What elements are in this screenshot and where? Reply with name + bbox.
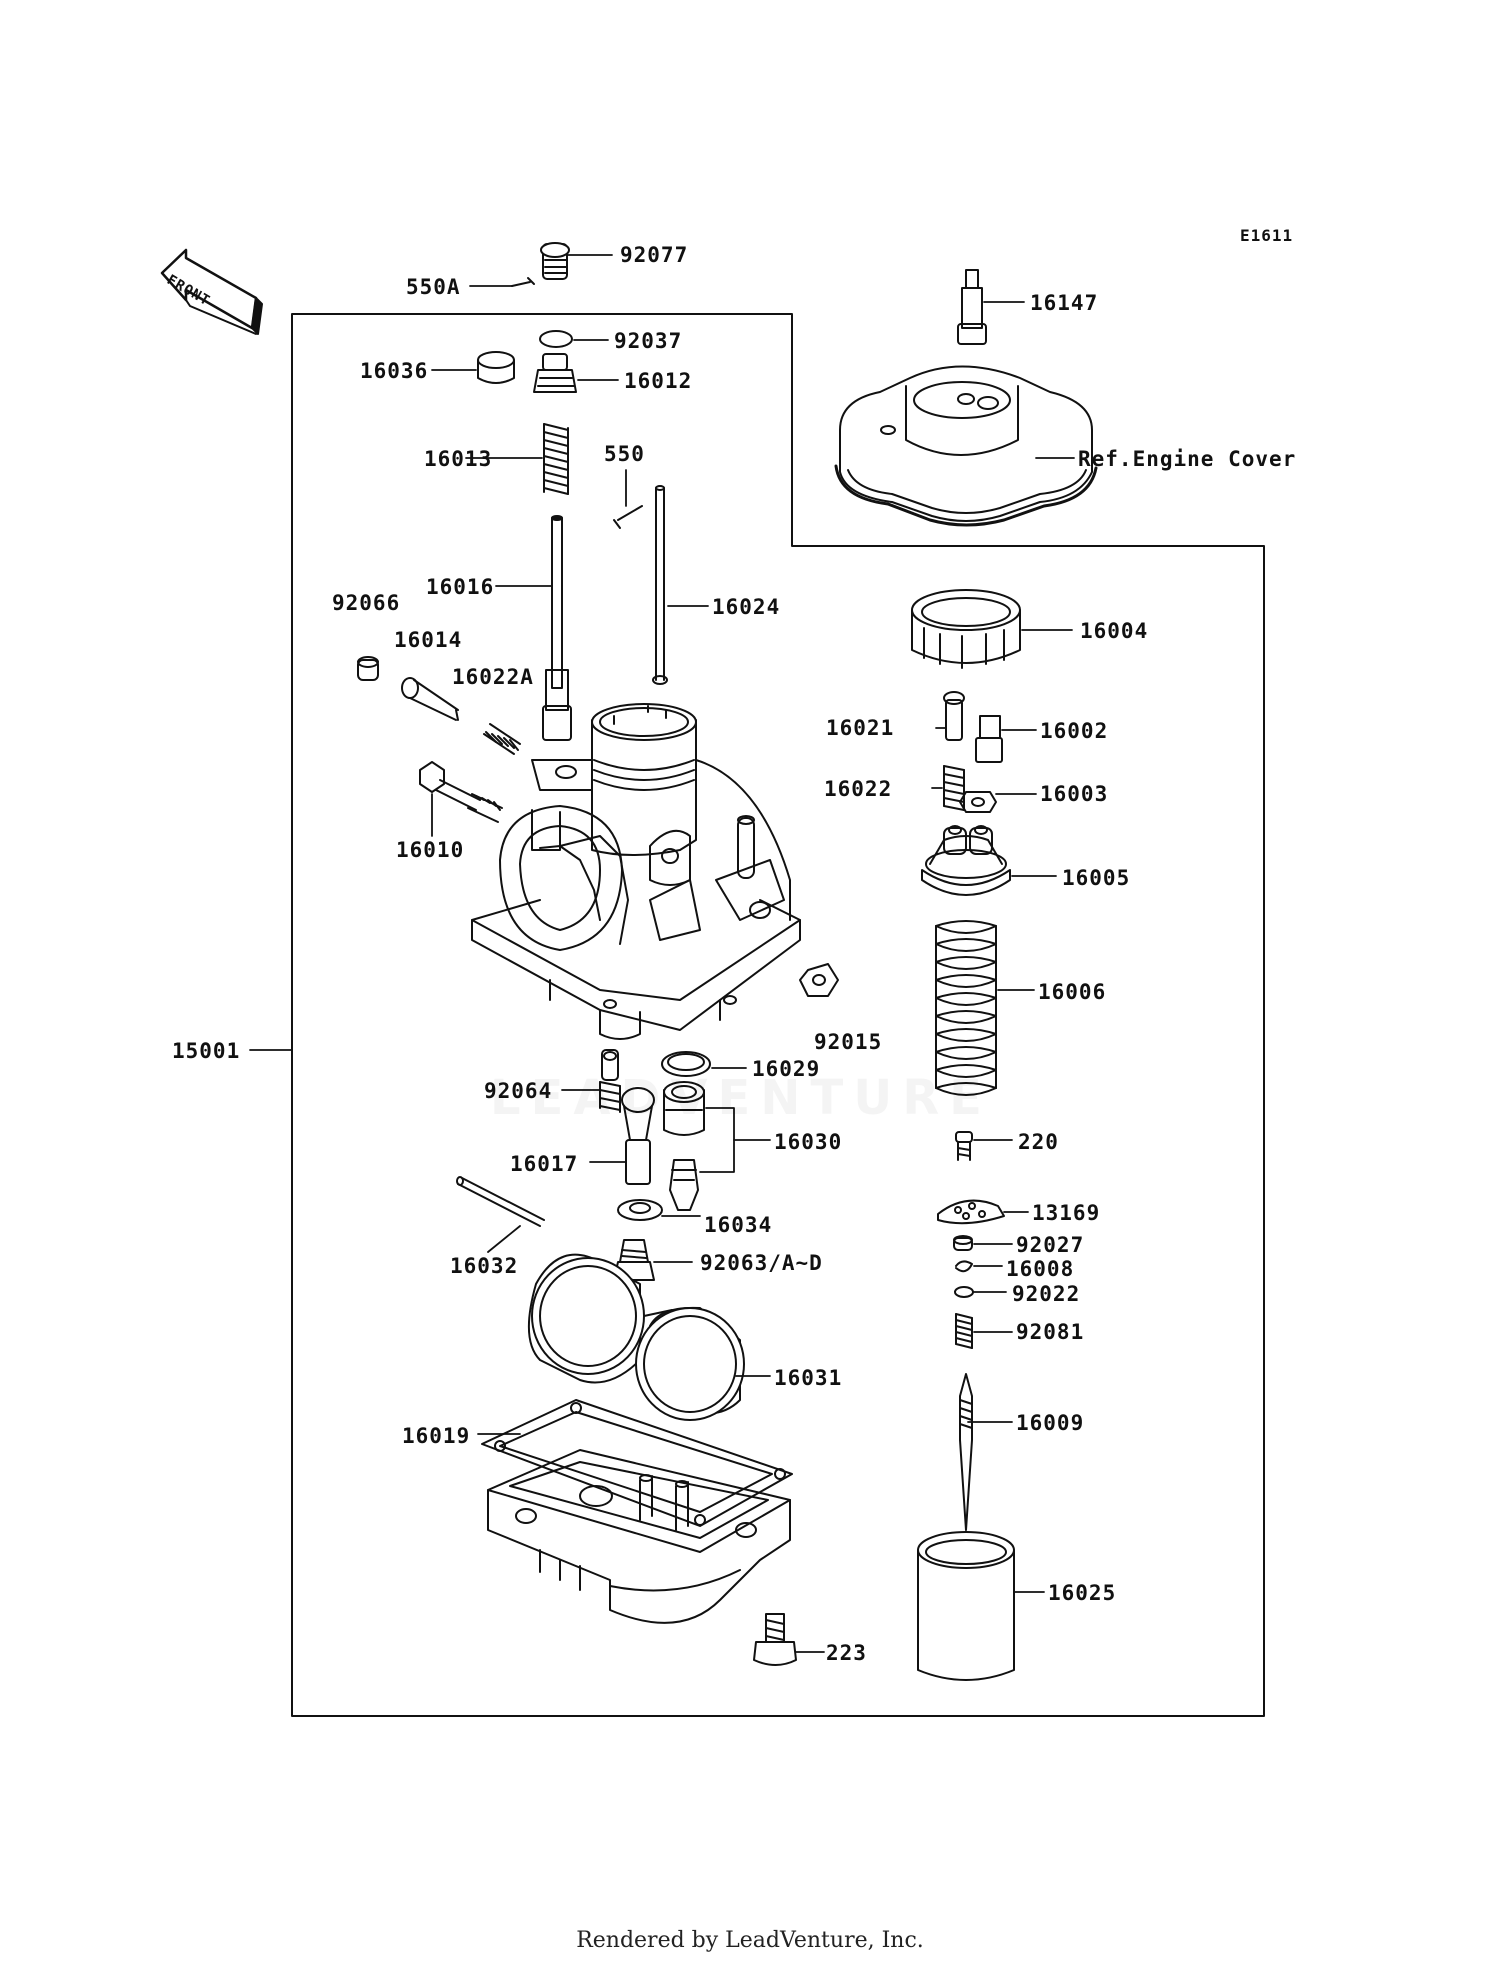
label-220: 220: [1018, 1130, 1059, 1154]
label-92066: 92066: [332, 591, 401, 615]
float-bowl: [487, 1449, 791, 1624]
assembly-outline: [291, 313, 1265, 1717]
label-16006: 16006: [1038, 980, 1107, 1004]
label-16014: 16014: [394, 628, 463, 652]
part-16021-adjuster: [943, 691, 965, 741]
part-16006-spring: [935, 920, 997, 1096]
label-92081: 92081: [1016, 1320, 1085, 1344]
label-16012: 16012: [624, 369, 693, 393]
part-16022A-spring: [483, 723, 521, 755]
part-92081-spring: [955, 1313, 973, 1349]
label-92037: 92037: [614, 329, 683, 353]
label-550A: 550A: [406, 275, 461, 299]
part-16004-top-nut: [911, 589, 1021, 669]
part-16147-shaft: [957, 269, 987, 345]
label-16032: 16032: [450, 1254, 519, 1278]
part-16036-cap: [477, 351, 515, 384]
part-550-pin: [613, 505, 643, 529]
watermark: LEADVENTURE: [490, 1070, 992, 1126]
part-16025-tube: [917, 1531, 1015, 1681]
part-16008-clip: [955, 1260, 973, 1273]
label-16029: 16029: [752, 1057, 821, 1081]
part-16019-gasket: [481, 1399, 793, 1527]
leader-lines: [249, 254, 1075, 1653]
part-550A-pin: [511, 277, 535, 287]
part-16012-adjuster: [533, 353, 577, 393]
part-16031-float: [527, 1253, 745, 1421]
part-16016-throttle-rod: [542, 515, 572, 741]
part-92027-clip: [953, 1235, 973, 1251]
label-16003: 16003: [1040, 782, 1109, 806]
part-16002-nut: [975, 715, 1003, 763]
label-92022: 92022: [1012, 1282, 1081, 1306]
label-16013: 16013: [424, 447, 493, 471]
label-16004: 16004: [1080, 619, 1149, 643]
label-16010: 16010: [396, 838, 465, 862]
part-16009-needle: [959, 1373, 973, 1531]
part-92066-cap: [357, 656, 379, 681]
label-16147: 16147: [1030, 291, 1099, 315]
label-16005: 16005: [1062, 866, 1131, 890]
label-16025: 16025: [1048, 1581, 1117, 1605]
label-16022: 16022: [824, 777, 893, 801]
label-223: 223: [826, 1641, 867, 1665]
label-16009: 16009: [1016, 1411, 1085, 1435]
label-13169: 13169: [1032, 1201, 1101, 1225]
label-15001: 15001: [172, 1039, 241, 1063]
label-16022A: 16022A: [452, 665, 534, 689]
label-16021: 16021: [826, 716, 895, 740]
label-16019: 16019: [402, 1424, 471, 1448]
label-16024: 16024: [712, 595, 781, 619]
part-16014-screw: [401, 677, 459, 721]
label-16002: 16002: [1040, 719, 1109, 743]
part-16030-valve-seat: [663, 1081, 705, 1211]
front-arrow-icon: [160, 248, 263, 335]
part-92037-ring: [539, 330, 573, 348]
label-16017: 16017: [510, 1152, 579, 1176]
part-16034-washer: [617, 1199, 663, 1221]
part-92077-cap: [540, 242, 570, 280]
part-16003-nut: [959, 791, 997, 813]
part-223-bolt: [753, 1613, 797, 1666]
label-550: 550: [604, 442, 645, 466]
footer-credit: Rendered by LeadVenture, Inc.: [576, 1928, 924, 1953]
part-16029-washer: [661, 1051, 711, 1077]
label-16034: 16034: [704, 1213, 773, 1237]
part-16022-spring: [943, 765, 965, 811]
part-16010-screw: [419, 761, 503, 823]
label-92015: 92015: [814, 1030, 883, 1054]
label-92064: 92064: [484, 1079, 553, 1103]
label-16031: 16031: [774, 1366, 843, 1390]
part-16032-pin: [456, 1176, 545, 1227]
part-220-screw: [955, 1131, 973, 1161]
label-16036: 16036: [360, 359, 429, 383]
part-16013-spring: [543, 423, 569, 495]
label-92077: 92077: [620, 243, 689, 267]
part-92015-nut: [799, 963, 839, 997]
part-15001-carb-body: [471, 703, 801, 1040]
label-16016: 16016: [426, 575, 495, 599]
part-16005-holder: [921, 825, 1011, 896]
label-16030: 16030: [774, 1130, 843, 1154]
label-ref-engine-cover: Ref.Engine Cover: [1078, 447, 1297, 471]
label-16008: 16008: [1006, 1257, 1075, 1281]
engine-cover-ref: [834, 365, 1098, 527]
part-92022-washer: [954, 1286, 974, 1298]
part-16024-rod: [652, 485, 668, 685]
label-92027: 92027: [1016, 1233, 1085, 1257]
part-13169-plate: [937, 1199, 1005, 1225]
label-92063: 92063/A~D: [700, 1251, 823, 1275]
part-92064-jet: [599, 1049, 621, 1113]
diagram-code: E1611: [1240, 226, 1294, 245]
